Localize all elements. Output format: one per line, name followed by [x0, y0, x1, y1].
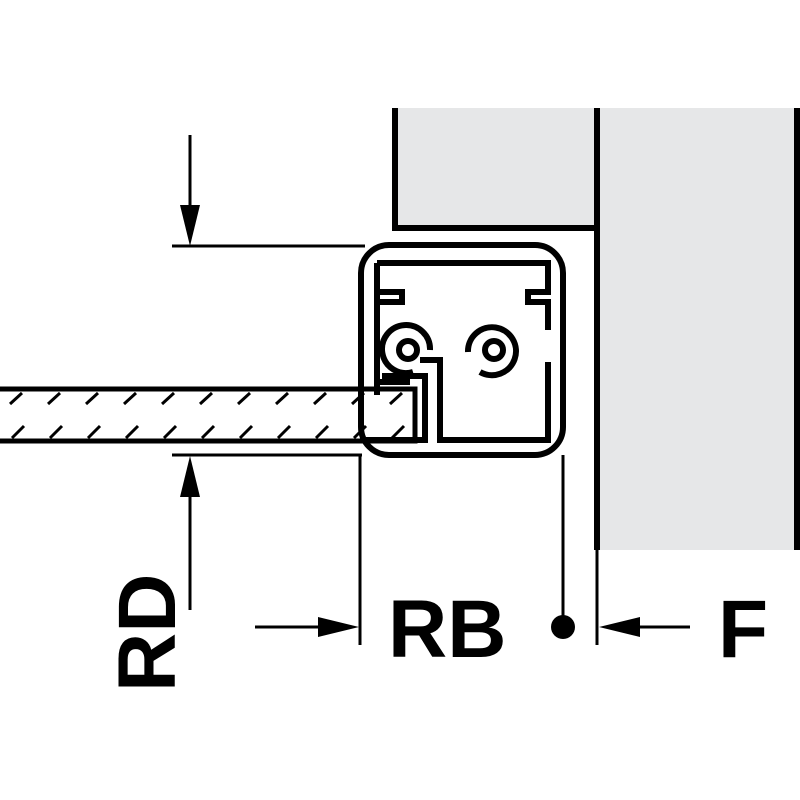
glass-hatch-mark [200, 424, 216, 440]
glass-hatch-mark [236, 391, 252, 406]
glass-hatch-mark [84, 391, 100, 406]
glass-hatch-mark [274, 391, 290, 406]
cabinet-panels [392, 108, 800, 550]
label-rd: RD [102, 574, 193, 692]
glass-hatch-mark [162, 424, 178, 440]
glass-hatch-mark [160, 391, 176, 406]
arrow-left-icon [599, 617, 640, 637]
glass-pane [0, 386, 418, 444]
glass-hatch-mark [10, 424, 26, 440]
rail-profile [358, 242, 566, 458]
glass-hatch-mark [238, 424, 254, 440]
glass-hatch-mark [48, 424, 64, 440]
label-f: F [718, 584, 768, 675]
glass-hatch-mark [86, 424, 102, 440]
glass-hatch-mark [198, 391, 214, 406]
glass-hatch-mark [276, 424, 292, 440]
glass-hatch-mark [124, 424, 140, 440]
glass-hatch-mark [122, 391, 138, 406]
glass-hatch-mark [388, 391, 404, 406]
glass-hatch-mark [46, 391, 62, 406]
upper-panel [395, 108, 597, 228]
arrow-up-icon [180, 456, 200, 497]
glass-hatch-mark [312, 391, 328, 406]
label-rb: RB [388, 584, 506, 675]
glass-hatch-mark [8, 391, 24, 406]
glass-hatch-mark [390, 424, 406, 440]
dimension-lines [172, 135, 690, 645]
reference-dot [551, 615, 575, 639]
arrow-right-icon [318, 617, 359, 637]
side-panel [597, 108, 797, 550]
glass-hatch-mark [314, 424, 330, 440]
arrowheads [180, 205, 640, 637]
arrow-down-icon [180, 205, 200, 246]
